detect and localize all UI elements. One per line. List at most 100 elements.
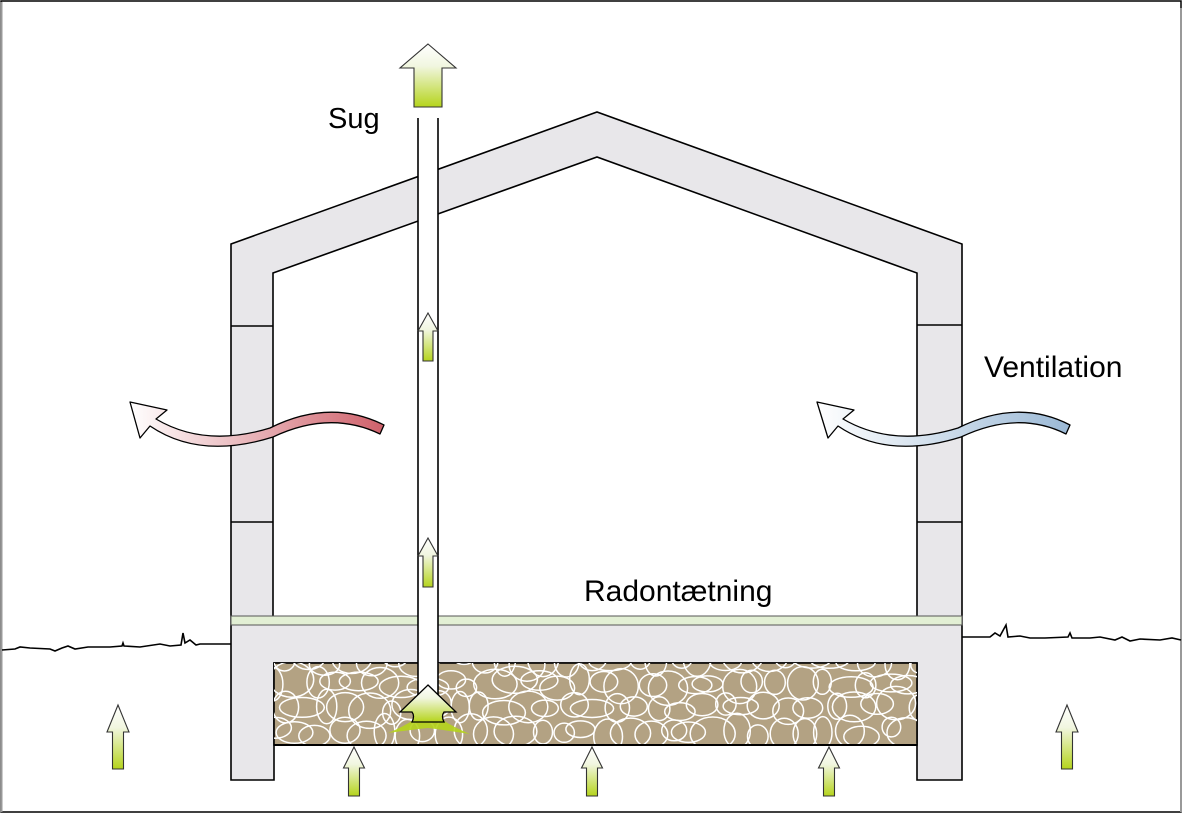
gravel-layer (273, 662, 918, 746)
gravel-stone (792, 697, 824, 719)
fresh-air-arrow (816, 401, 1071, 447)
gravel-stone (644, 663, 668, 677)
gravel-stone (329, 716, 361, 744)
gravel-stone (532, 719, 554, 745)
gravel-stone (278, 696, 326, 719)
gravel-stone (553, 663, 580, 678)
gravel-stone (578, 663, 607, 672)
gravel-stone (493, 715, 538, 745)
gravel-stone (508, 690, 549, 724)
gravel-stone (834, 714, 866, 745)
gravel-stone (647, 696, 671, 722)
gravel-stone (881, 716, 902, 738)
gravel-stone (508, 663, 546, 682)
gravel-stone (456, 663, 472, 666)
gravel-stone (723, 712, 752, 745)
gravel-stone (527, 663, 559, 678)
gravel-stone (827, 692, 848, 720)
gravel-stone (609, 717, 652, 745)
gravel-stone (384, 663, 407, 668)
gravel-stone (530, 699, 560, 718)
gravel-stone (671, 663, 692, 669)
gravel-stone (746, 724, 769, 745)
gravel-stone (854, 672, 877, 699)
label-radon-seal: Radontætning (584, 575, 772, 608)
gravel-stone (355, 663, 388, 677)
gravel-stone (468, 691, 489, 721)
label-ventilation: Ventilation (984, 351, 1122, 384)
gravel-stone (793, 663, 831, 669)
gravel-stone (553, 722, 576, 744)
gravel-stone (472, 716, 515, 745)
label-suction: Sug (328, 103, 380, 135)
radon-pipe-arrow (417, 311, 439, 362)
gravel-stone (769, 717, 799, 745)
gravel-stone (619, 696, 649, 717)
gravel-stone (689, 716, 736, 745)
gravel-stone (722, 696, 760, 716)
gravel-stone (592, 718, 624, 745)
gravel-stone (721, 668, 758, 705)
suction-pipe (418, 118, 438, 708)
gravel-stone (709, 663, 742, 672)
gravel-stone (775, 663, 796, 669)
gravel-stone (634, 720, 669, 745)
gravel-stone (332, 663, 372, 675)
gravel-stone (860, 692, 895, 716)
gravel-stone (569, 698, 615, 719)
gravel-stone (360, 666, 400, 700)
gravel-stone (274, 666, 284, 702)
gravel-stone (884, 663, 911, 681)
gravel-stone (723, 663, 762, 674)
gravel-stone (629, 663, 651, 670)
radon-seal-membrane (230, 615, 963, 626)
gravel-stone (869, 673, 913, 693)
gravel-stone (275, 720, 314, 745)
gravel-stone (763, 669, 787, 696)
gravel-stone (677, 675, 713, 695)
gravel-stones (274, 663, 917, 745)
radon-outlet-arrow (398, 43, 458, 108)
gravel-stone (772, 697, 805, 726)
ground-line-right (961, 622, 1182, 642)
gravel-stone (346, 720, 387, 745)
gravel-stone (812, 715, 833, 745)
gravel-stone (889, 674, 917, 695)
radon-pipe-arrow (417, 536, 439, 588)
gravel-stone (831, 691, 877, 723)
gravel-stone (746, 691, 780, 720)
gravel-stone (491, 665, 539, 695)
radon-foundation-arrow (817, 745, 841, 797)
radon-ground-arrow (106, 703, 130, 770)
gravel-stone (274, 716, 293, 739)
gravel-stone (325, 691, 365, 723)
gravel-stone (810, 663, 849, 669)
gravel-stone (835, 663, 876, 672)
gravel-stone (685, 692, 719, 717)
gravel-stone (455, 678, 478, 698)
gravel-stone (740, 669, 764, 694)
gravel-stone (471, 663, 499, 674)
gravel-stone (792, 717, 818, 745)
gravel-stone (539, 675, 576, 701)
gravel-stone (347, 692, 392, 730)
gravel-stone (843, 725, 880, 745)
radon-inlet-arrow (398, 684, 458, 723)
gravel-stone (434, 716, 464, 745)
ground-line-left (1, 632, 232, 652)
gravel-stone (493, 663, 516, 677)
gravel-stone (394, 718, 421, 745)
gravel-stone (319, 671, 352, 691)
gravel-stone (298, 724, 331, 745)
gravel-stone (588, 663, 632, 672)
gravel-stone (568, 663, 591, 696)
gravel-stone (638, 672, 668, 698)
exhaust-air-arrow (129, 401, 385, 447)
gravel-stone (886, 716, 917, 745)
radon-arrows (106, 43, 1079, 797)
gravel-stone (481, 699, 527, 726)
radon-foundation-arrow (342, 745, 366, 797)
gravel-stone (908, 694, 917, 721)
gravel-stone (660, 719, 688, 742)
